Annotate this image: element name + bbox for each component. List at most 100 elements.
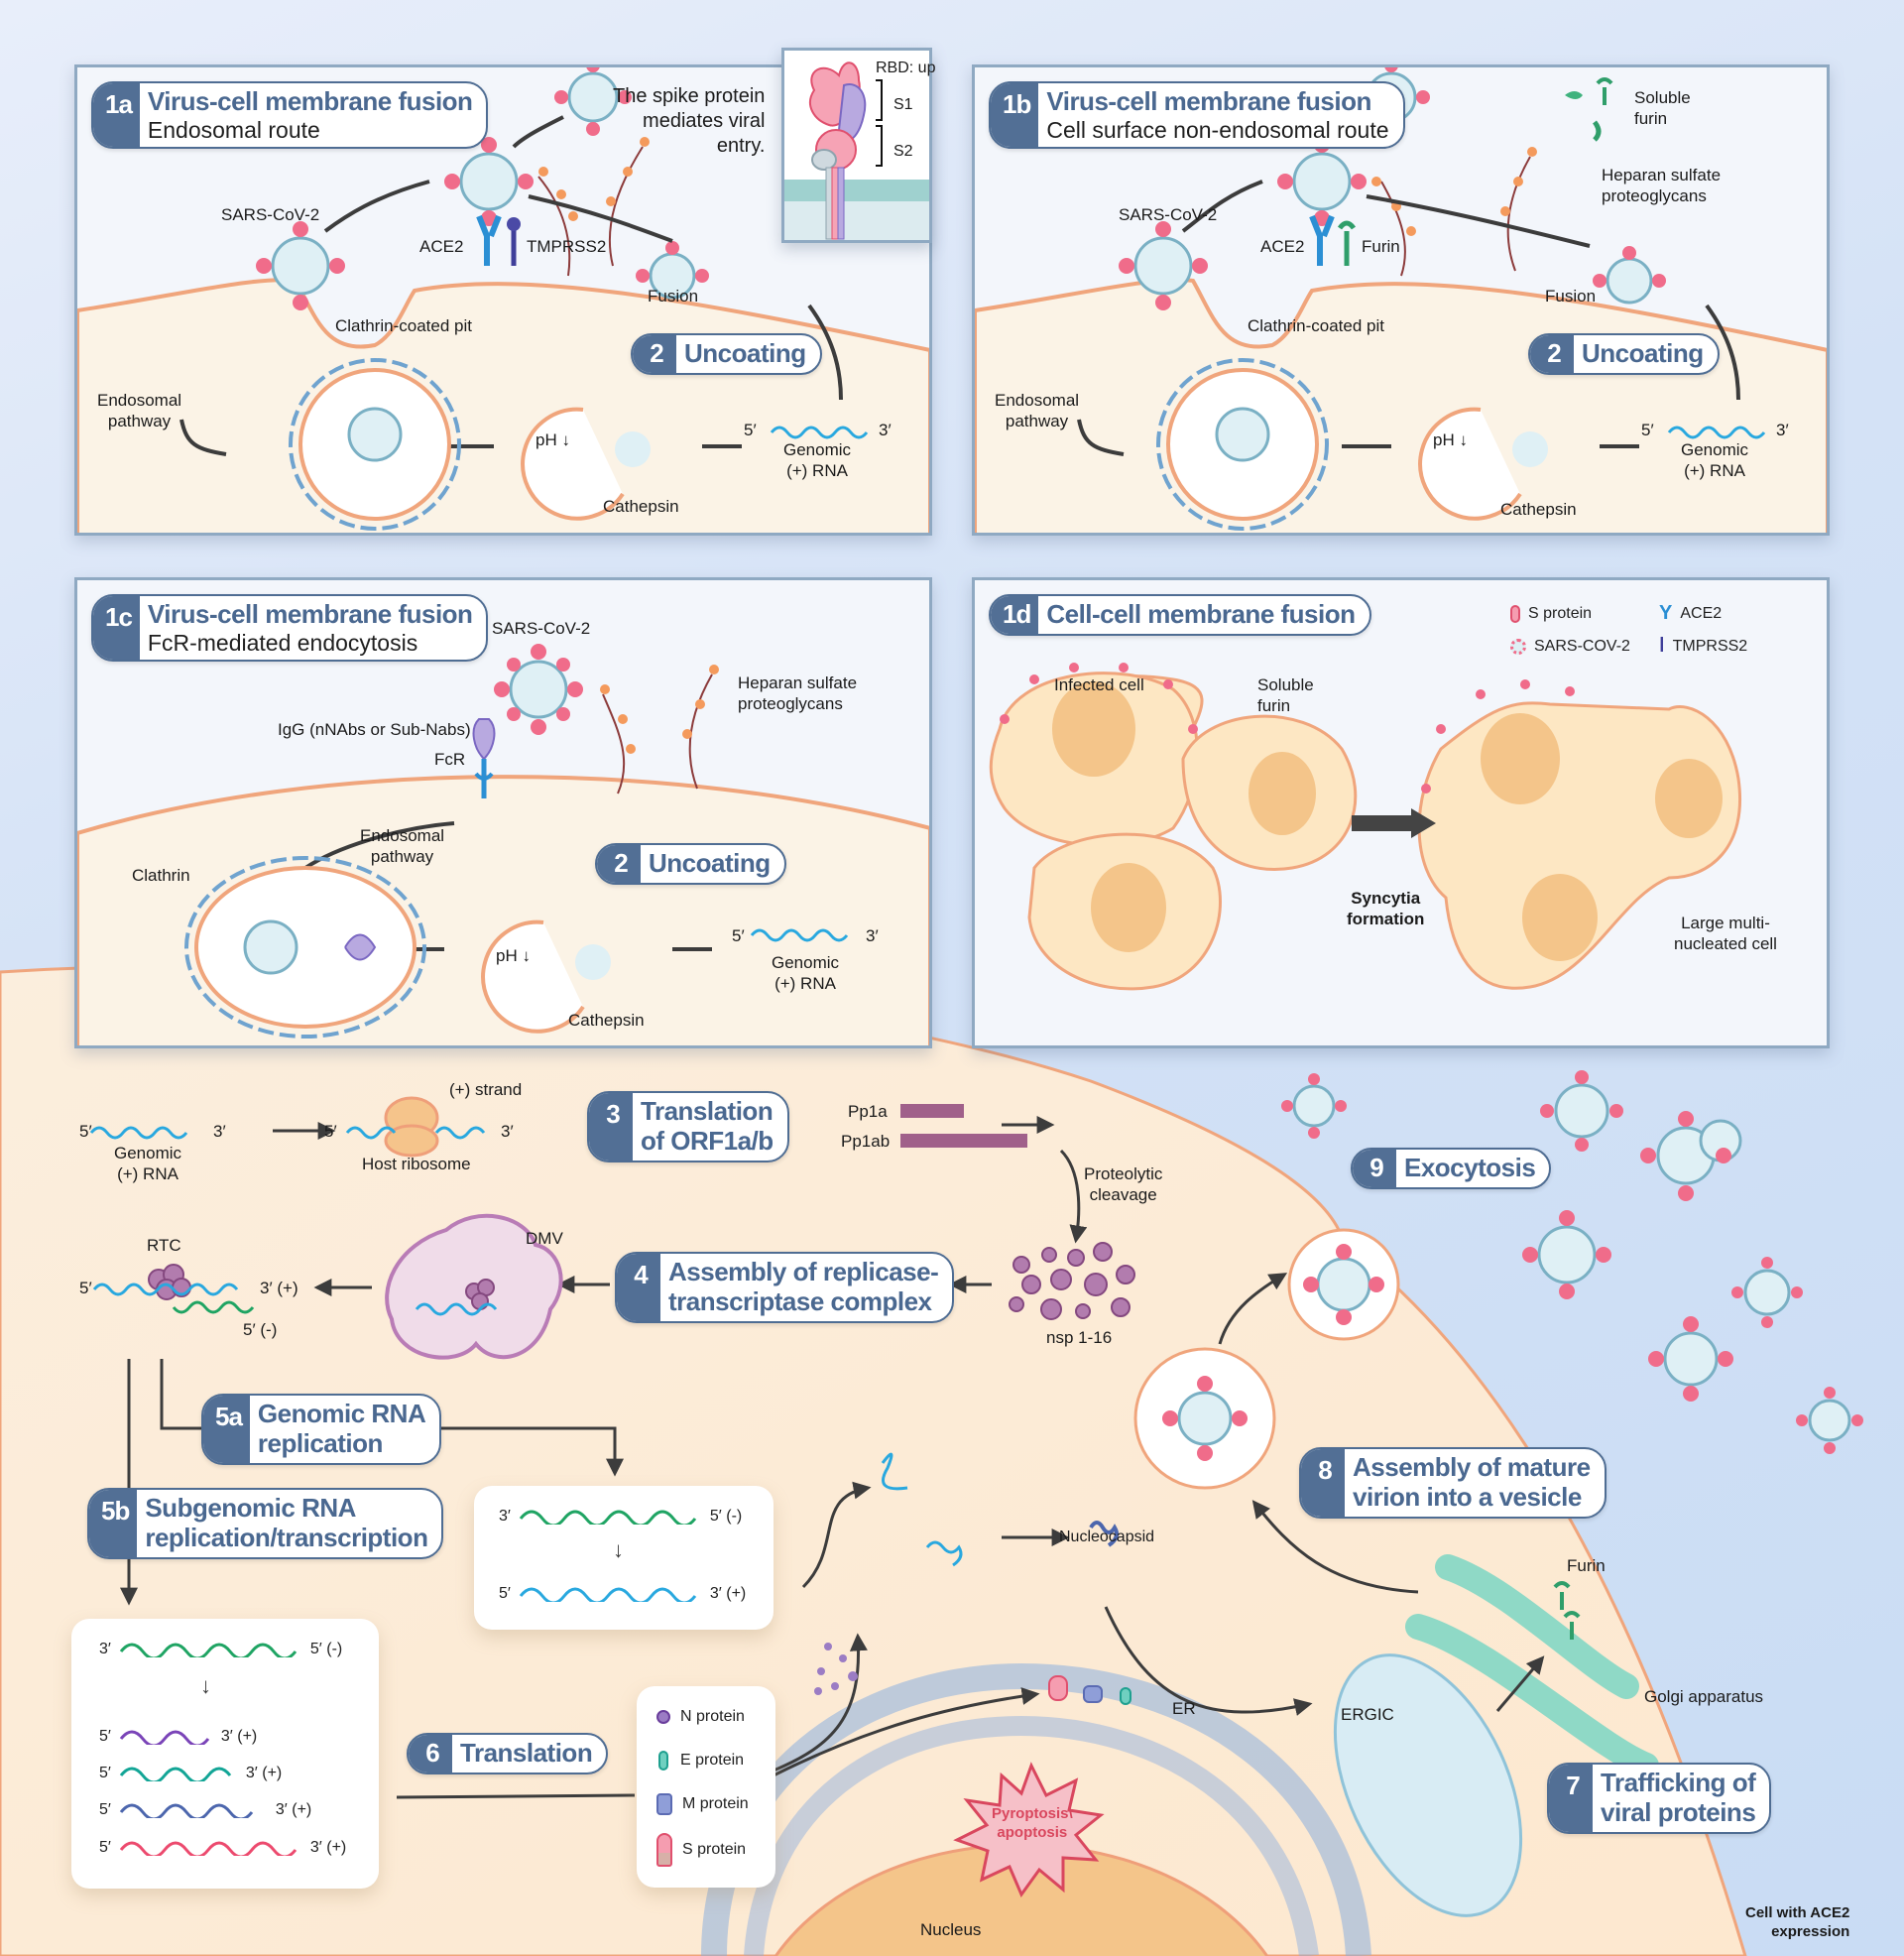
rna-strand-sg4 (119, 1841, 298, 1856)
rna-strand-sg2 (119, 1767, 232, 1781)
step-6-translation: 6 Translation (407, 1733, 609, 1774)
step-1c-subtitle: FcR-mediated endocytosis (147, 629, 418, 656)
label-ph: pH ↓ (496, 946, 531, 965)
step-3-line1: Translation (641, 1096, 774, 1126)
label-s2: S2 (893, 143, 913, 160)
rna-genomic (89, 1126, 188, 1140)
label-furin: Furin (1567, 1556, 1606, 1575)
card-genomic-replication: 3′ 5′ (-) ↓ 5′ 3′ (+) (474, 1486, 774, 1630)
rna-row: 5′ 3′ (+) (99, 1839, 346, 1857)
step-1d-title: Cell-cell membrane fusion (1046, 599, 1356, 629)
legend-label: TMPRSS2 (1672, 637, 1748, 655)
rna-rtc-minus (172, 1300, 255, 1314)
label-ribosome-5: 5′ (324, 1122, 337, 1141)
label-ph: pH ↓ (1433, 430, 1468, 449)
label-furin: Furin (1362, 237, 1400, 256)
rna-end-right: 3′ (+) (309, 1839, 347, 1856)
step-1c-number: 1c (93, 596, 140, 661)
rna-row: 5′ 3′ (+) (499, 1585, 746, 1603)
rna-end-right: 3′ (+) (275, 1801, 312, 1818)
label-ph: pH ↓ (536, 430, 570, 449)
label-dmv: DMV (526, 1229, 563, 1248)
arrow-golgi-to-vesicle (1251, 1500, 1419, 1594)
rna-strand-minus (519, 1510, 697, 1525)
step-2-uncoating-1b: 2 Uncoating (1528, 333, 1720, 375)
label-rbd-up: RBD: up (876, 60, 936, 76)
rna-end-right: 5′ (-) (309, 1641, 343, 1657)
step-9-number: 9 (1353, 1150, 1396, 1187)
label-rtc: RTC (147, 1236, 181, 1255)
panel-1d-illustration (989, 663, 1741, 991)
label-ace2: ACE2 (1260, 237, 1305, 256)
label-clathrin-coated-pit: Clathrin-coated pit (1248, 316, 1384, 335)
label-plus-strand: (+) strand (449, 1080, 523, 1099)
arrow-down-icon: ↓ (613, 1537, 624, 1562)
step-3-translation-orf1ab: 3 Translation of ORF1a/b (587, 1091, 789, 1162)
label-genomic-rna: Genomic (+) RNA (114, 1144, 182, 1184)
s-protein-icon (1510, 604, 1520, 623)
label-genomic-rna: Genomic (+) RNA (783, 440, 852, 481)
label-nucleus: Nucleus (920, 1920, 982, 1939)
rna-ribosome (345, 1126, 486, 1140)
sars-cov-2-icon (1510, 638, 1526, 655)
arrow-rna-up (801, 1481, 872, 1589)
step-1d-heading: 1d Cell-cell membrane fusion (989, 594, 1371, 636)
label-rna-3: 3′ (866, 926, 879, 945)
protein-item: E protein (656, 1751, 744, 1771)
panel-1a: 1a Virus-cell membrane fusion Endosomal … (74, 64, 932, 536)
label-rtc-3-plus: 3′ (+) (260, 1279, 298, 1297)
step-5a-number: 5a (203, 1396, 250, 1463)
arrow-nuc-to-ergic (1104, 1606, 1313, 1716)
er-e-protein (1120, 1687, 1131, 1705)
pyroptosis-burst (953, 1762, 1105, 1898)
label-nsp: nsp 1-16 (1046, 1328, 1113, 1347)
step-7-trafficking: 7 Trafficking of viral proteins (1547, 1763, 1772, 1834)
label-ribosome-3: 3′ (501, 1122, 514, 1141)
label-host-ribosome: Host ribosome (362, 1155, 471, 1173)
golgi-furin (1553, 1581, 1581, 1640)
label-er: ER (1172, 1699, 1196, 1718)
rna-row: 3′ 5′ (-) (499, 1508, 742, 1526)
rna-strand-minus (119, 1643, 298, 1657)
label-sars-cov-2: SARS-CoV-2 (492, 619, 591, 638)
label-cathepsin: Cathepsin (603, 497, 679, 516)
label-rtc-5: 5′ (79, 1279, 92, 1297)
protein-item: S protein (656, 1833, 746, 1867)
label-pp1a: Pp1a (848, 1102, 888, 1121)
step-1b-subtitle: Cell surface non-endosomal route (1046, 116, 1389, 143)
label-clathrin-coated-pit: Clathrin-coated pit (335, 316, 472, 335)
label-genomic-3: 3′ (213, 1122, 226, 1141)
label-large-multinucleated-cell: Large multi- nucleated cell (1674, 914, 1777, 954)
label-igg: IgG (nNAbs or Sub-Nabs) (278, 720, 471, 739)
step-6-number: 6 (409, 1735, 452, 1773)
card-subgenomic-rna: 3′ 5′ (-) ↓ 5′ 3′ (+) 5′ 3′ (+) 5′ 3′ (+… (71, 1619, 379, 1889)
label-proteolytic-cleavage: Proteolytic cleavage (1084, 1164, 1163, 1205)
step-1b-heading: 1b Virus-cell membrane fusion Cell surfa… (989, 81, 1405, 150)
s-protein-icon (656, 1833, 672, 1867)
label-syncytia-formation: Syncytia formation (1347, 889, 1425, 929)
step-2-uncoating-1a: 2 Uncoating (631, 333, 822, 375)
label-cell-with-ace2: Cell with ACE2 expression (1745, 1904, 1850, 1940)
label-cathepsin: Cathepsin (568, 1011, 645, 1030)
legend-item: ǀ TMPRSS2 (1659, 635, 1808, 658)
step-3-line2: of ORF1a/b (641, 1125, 774, 1156)
uncoating-label: Uncoating (649, 848, 771, 878)
label-hspg: Heparan sulfate proteoglycans (738, 673, 858, 714)
protein-label: M protein (682, 1795, 749, 1812)
tmprss2-icon: ǀ (1659, 635, 1665, 657)
step-1b-number: 1b (991, 83, 1039, 148)
label-rna-3: 3′ (879, 421, 892, 439)
step-5a-line2: replication (257, 1427, 383, 1458)
protein-label: E protein (680, 1752, 745, 1769)
panel-1c: 1c Virus-cell membrane fusion FcR-mediat… (74, 577, 932, 1048)
step-5b-line2: replication/transcription (145, 1522, 428, 1552)
label-ergic: ERGIC (1341, 1705, 1394, 1724)
nucleocapsid-icon (1089, 1521, 1119, 1547)
rna-dmv (415, 1302, 498, 1316)
step-8-number: 8 (1301, 1449, 1345, 1517)
step-4-line2: transcriptase complex (668, 1285, 932, 1316)
step-7-number: 7 (1549, 1765, 1593, 1832)
legend-item: Y ACE2 (1659, 602, 1808, 625)
